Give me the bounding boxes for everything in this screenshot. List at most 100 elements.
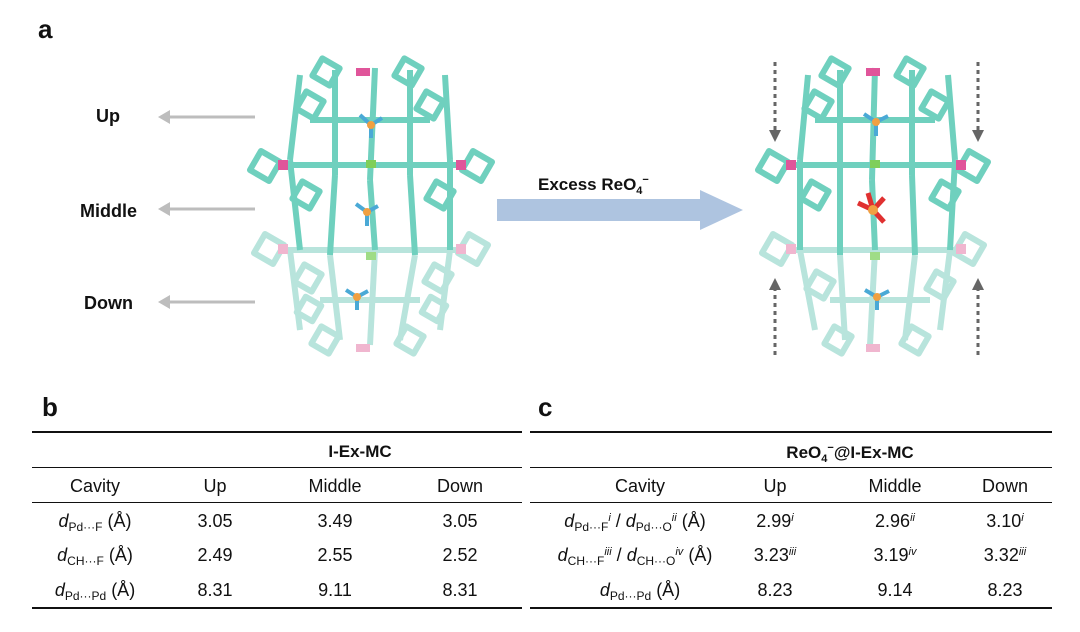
cell-sup: iv [908, 546, 917, 558]
dotted-arrow-top-left [769, 62, 781, 142]
row-label-unit: (Å) [688, 545, 713, 565]
row-label-unit: (Å) [108, 545, 133, 565]
dotted-arrow-bottom-left [769, 278, 781, 355]
cage-left [246, 55, 496, 357]
table-c-cell: 8.23 [730, 580, 820, 601]
anion-up-right [862, 112, 889, 136]
row-label-sub: Pd···F [68, 520, 103, 534]
table-b-bottom-rule [32, 607, 522, 609]
table-c-row-label: dPd···Fi / dPd···Oii (Å) [535, 511, 735, 534]
row-label-var: d [58, 511, 69, 531]
panel-label-b: b [42, 392, 58, 422]
table-b-header-cavity: Cavity [69, 476, 120, 496]
big-transform-arrow [497, 190, 743, 230]
table-b-row-label: dCH···F (Å) [40, 545, 150, 568]
table-c-cell: 3.19iv [840, 545, 950, 566]
table-c-row-label: dPd···Pd (Å) [585, 580, 695, 603]
cell-sup: iii [788, 546, 797, 558]
table-b-row-label: dPd···Pd (Å) [40, 580, 150, 603]
panel-label-c: c [538, 392, 553, 422]
table-c-cell: 3.23iii [730, 545, 820, 566]
row-label-sub: Pd···F [574, 520, 609, 534]
row-label-var: d [625, 511, 636, 531]
table-c-cell: 3.32iii [965, 545, 1045, 566]
table-c-header-rule [530, 467, 1052, 468]
cell-value: 8.23 [987, 580, 1023, 600]
table-b-cell: 2.52 [442, 545, 478, 565]
table-b-top-rule [32, 431, 522, 433]
row-label-sub: Pd···Pd [609, 589, 652, 603]
perrhenate-anion-middle [856, 192, 886, 224]
anion-up-left [358, 113, 384, 138]
table-c-header-down: Down [981, 476, 1029, 496]
table-c-cell: 2.96ii [840, 511, 950, 532]
table-b-cell: 2.55 [317, 545, 353, 565]
table-c-cell: 3.10i [965, 511, 1045, 532]
row-label-unit: (Å) [681, 511, 706, 531]
table-c-title-sub: 4 [821, 453, 828, 465]
table-b-cell: 9.11 [318, 580, 352, 600]
table-c-row-label: dCH···Fiii / dCH···Oiv (Å) [535, 545, 735, 568]
cell-sup: ii [910, 512, 915, 524]
table-c-cell: 9.14 [840, 580, 950, 601]
cell-value: 2.99 [756, 511, 792, 531]
gray-arrow-middle [158, 202, 255, 216]
level-label-up: Up [96, 106, 120, 126]
table-b-cell: 2.49 [197, 545, 233, 565]
table-b-header-rule [32, 467, 522, 468]
table-c-top-rule [530, 431, 1052, 433]
cell-value: 3.10 [986, 511, 1022, 531]
row-label-var: d [557, 545, 568, 565]
row-label-var: d [564, 511, 575, 531]
table-b-row-label: dPd···F (Å) [40, 511, 150, 534]
row-label-sub: Pd···O [635, 520, 672, 534]
table-b-cell: 3.49 [317, 511, 353, 531]
excess-reo4-subscript: 4 [636, 185, 643, 197]
table-c-bottom-rule [530, 607, 1052, 609]
level-label-middle: Middle [80, 201, 137, 221]
row-label-sep: / [611, 545, 627, 565]
table-c-header-cavity: Cavity [614, 476, 665, 496]
table-c-cell: 2.99i [730, 511, 820, 532]
row-label-sup: iv [675, 546, 684, 558]
row-label-var: d [57, 545, 68, 565]
cell-value: 2.96 [875, 511, 911, 531]
table-b-header-down: Down [436, 476, 484, 496]
cage-right [754, 55, 992, 357]
table-c-title-pre: ReO [786, 443, 822, 462]
gray-arrow-up [158, 110, 255, 124]
table-c-header-middle: Middle [868, 476, 922, 496]
table-c-header-up: Up [763, 476, 787, 496]
row-label-var: d [626, 545, 637, 565]
row-label-var: d [599, 580, 610, 600]
row-label-unit: (Å) [656, 580, 681, 600]
cell-sup: i [1021, 512, 1024, 524]
table-b-header-up: Up [203, 476, 227, 496]
table-c-title: ReO4−@I-Ex-MC [700, 442, 1000, 465]
table-c-title-sup: − [827, 442, 834, 454]
cell-value: 8.23 [757, 580, 793, 600]
row-label-sup: i [608, 512, 611, 524]
row-label-unit: (Å) [111, 580, 136, 600]
row-label-sub: CH···F [567, 554, 605, 568]
table-c-title-post: @I-Ex-MC [833, 443, 914, 462]
cell-value: 9.14 [877, 580, 913, 600]
level-label-down: Down [84, 293, 133, 313]
table-c-cell: 8.23 [965, 580, 1045, 601]
cell-sup: iii [1018, 546, 1027, 558]
anion-down-left [344, 288, 369, 310]
gray-arrow-down [158, 295, 255, 309]
panel-label-a: a [38, 14, 53, 44]
excess-reo4-superscript: − [642, 174, 649, 186]
table-b-cell: 3.05 [442, 511, 478, 531]
row-label-unit: (Å) [107, 511, 132, 531]
row-label-sub: Pd···Pd [64, 589, 107, 603]
row-label-sup: iii [604, 546, 612, 558]
table-c-subheader-rule [530, 502, 1052, 503]
table-b-cell: 8.31 [197, 580, 233, 600]
row-label-sup: ii [671, 512, 677, 524]
table-b-title: I-Ex-MC [328, 442, 392, 461]
cell-sup: i [791, 512, 794, 524]
anion-middle-left [354, 202, 379, 226]
